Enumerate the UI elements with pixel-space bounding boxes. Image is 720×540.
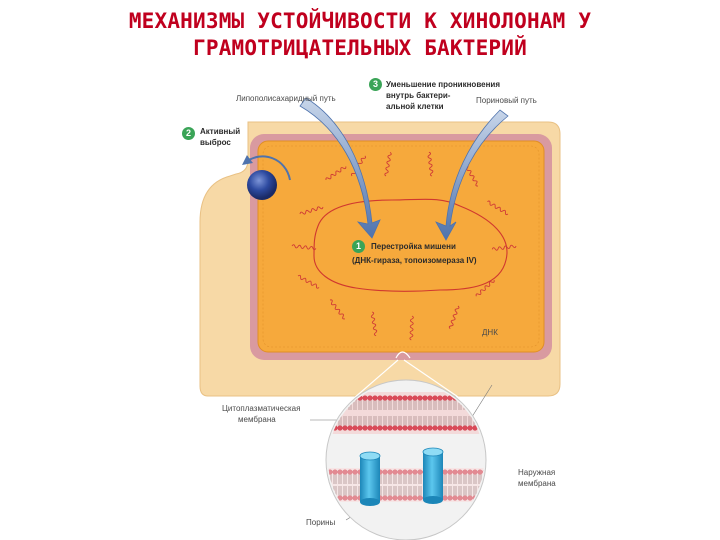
slide-title: МЕХАНИЗМЫ УСТОЙЧИВОСТИ К ХИНОЛОНАМ У ГРА… [0, 8, 720, 62]
lps-path-label: Липополисахаридный путь [236, 94, 336, 103]
porin-path-label: Пориновый путь [476, 96, 537, 105]
slide-title-line-1: МЕХАНИЗМЫ УСТОЙЧИВОСТИ К ХИНОЛОНАМ У [128, 9, 592, 33]
dna-strand [329, 299, 346, 320]
porin-path-arrow [435, 109, 509, 241]
outer-membrane-label-line-1: Наружная [518, 468, 556, 477]
mechanism-1-label-line-1: Перестройка мишени [371, 242, 456, 251]
mechanism-3-label-line-3: альной клетки [386, 102, 444, 111]
mechanism-1-badge: 1 [352, 240, 365, 253]
mechanism-2-label-line-1: Активный [200, 127, 241, 136]
porin-channel-left [359, 451, 381, 506]
dna-strand [487, 200, 509, 216]
mechanism-3-label-line-2: внутрь бактери- [386, 91, 451, 100]
dna-strand [448, 305, 460, 330]
dna-strand [384, 151, 392, 177]
dna-strand [427, 151, 434, 177]
dna-strand [491, 244, 517, 251]
dna-strand [475, 279, 495, 297]
mechanism-1-label-line-2: (ДНК-гираза, топоизомераза IV) [352, 256, 477, 265]
dna-strand [299, 206, 324, 215]
dna-strand [297, 274, 320, 289]
efflux-arrow [241, 155, 291, 181]
outer-membrane-label-line-2: мембрана [518, 479, 556, 488]
lps-path-arrow [299, 97, 381, 239]
dna-label: ДНК [482, 328, 498, 337]
dna-supercoil-strands [291, 151, 517, 341]
porin-channel-right [422, 447, 444, 504]
porins-label: Порины [306, 518, 336, 527]
membrane-magnified-view [325, 379, 487, 540]
dna-strand [291, 244, 317, 251]
dna-strand [409, 315, 414, 341]
mechanism-3-badge: 3 [369, 78, 382, 91]
mechanism-2-badge: 2 [182, 127, 195, 140]
cytoplasmic-membrane-label-line-2: мембрана [238, 415, 276, 424]
dna-strand [370, 311, 378, 337]
cytoplasmic-membrane-label-line-1: Цитоплазматическая [222, 404, 301, 413]
slide-title-line-2: ГРАМОТРИЦАТЕЛЬНЫХ БАКТЕРИЙ [193, 36, 527, 60]
efflux-pump-icon [247, 170, 277, 200]
mechanism-2-label-line-2: выброс [200, 138, 231, 147]
dna-strand [465, 164, 479, 187]
mechanism-3-label-line-1: Уменьшение проникновения [386, 80, 500, 89]
dna-strand [325, 166, 347, 181]
dna-loop [313, 198, 508, 292]
